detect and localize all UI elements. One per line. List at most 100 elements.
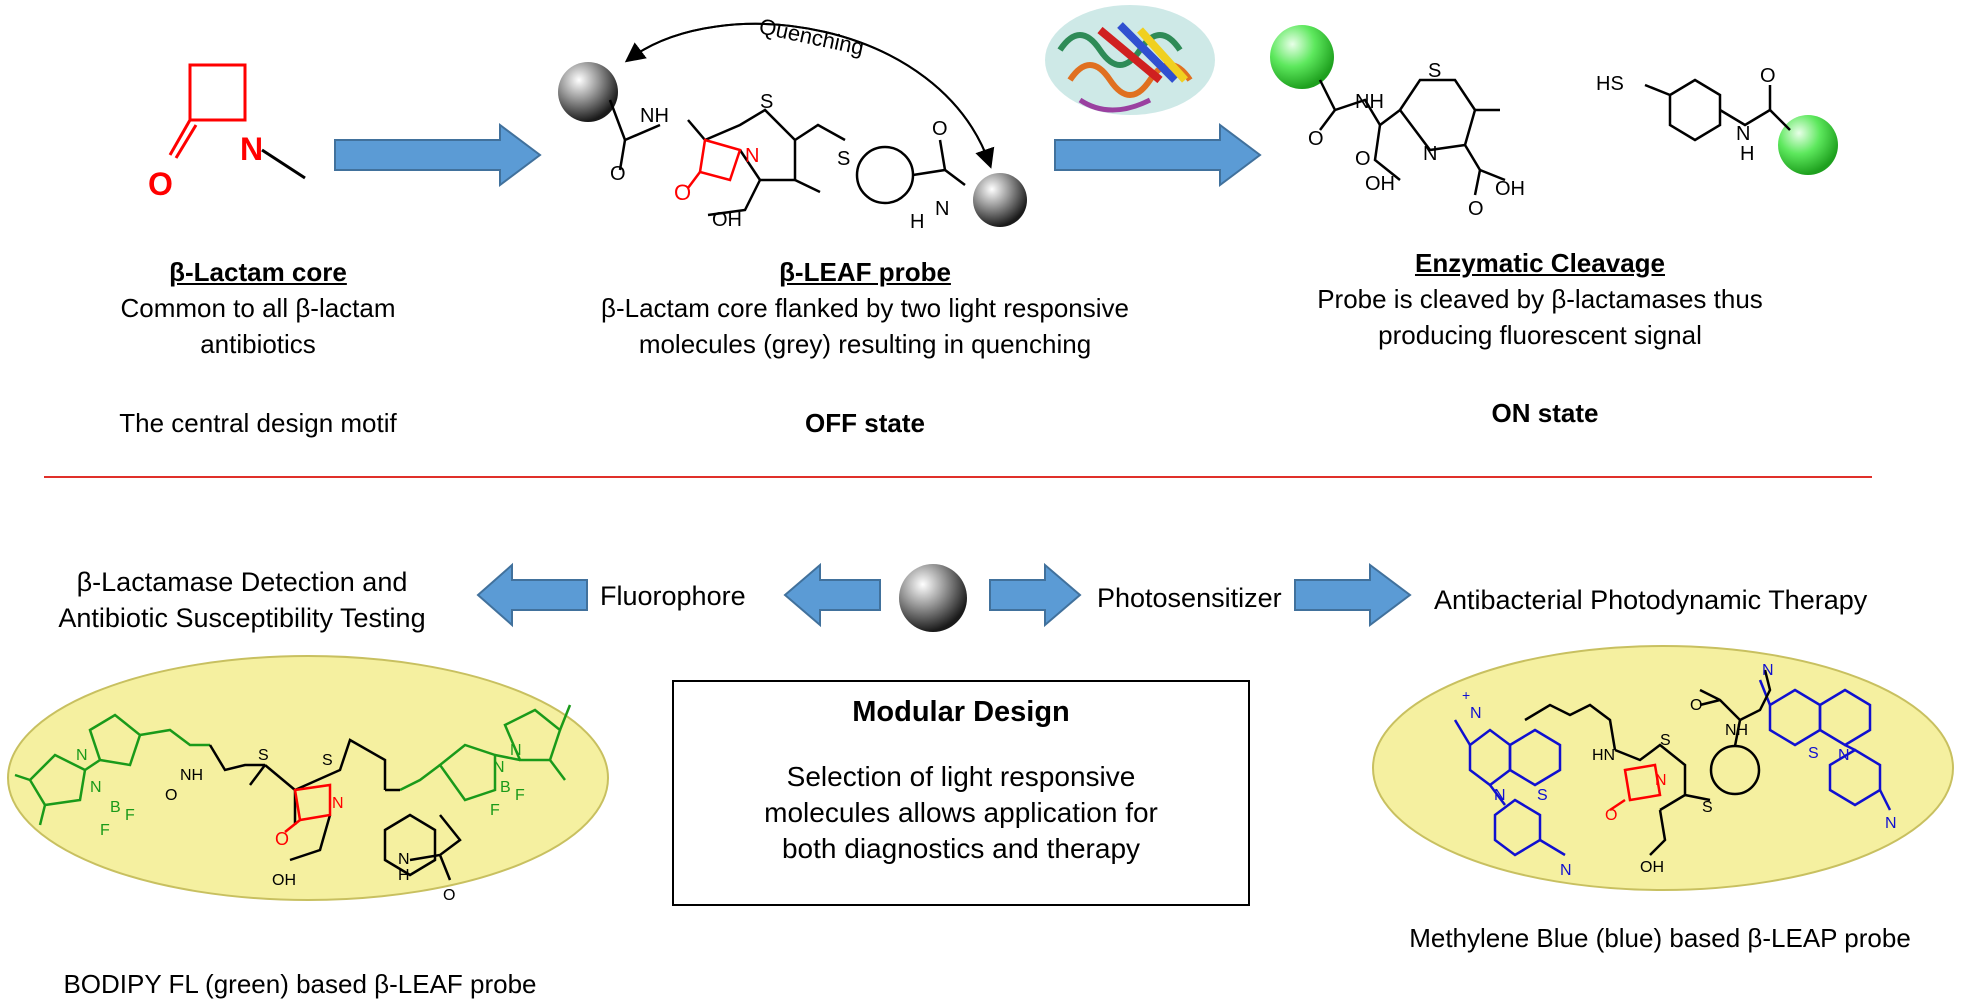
cleavage-oh1: OH: [1365, 173, 1395, 195]
core-heading: β-Lactam core: [169, 257, 347, 287]
bodipy-n2: N: [332, 795, 344, 812]
mb-n5: N: [1838, 747, 1850, 764]
carbonyl-bond-2: [174, 124, 198, 159]
modular-line-2: molecules allows application for: [764, 797, 1158, 828]
probe-n2: N: [935, 198, 949, 220]
mb-o2: O: [1690, 697, 1702, 714]
probe-s1: S: [760, 91, 773, 113]
core-note: The central design motif: [119, 408, 397, 438]
arrow-to-photosensitizer: [989, 562, 1082, 628]
probe-line-2: molecules (grey) resulting in quenching: [638, 329, 1092, 359]
bodipy-f2: F: [125, 807, 135, 824]
cleavage-o1: O: [1308, 128, 1324, 150]
mb-s2: S: [1660, 732, 1671, 749]
bodipy-n5: N: [510, 742, 522, 759]
photosensitizer-label: Photosensitizer: [1097, 583, 1282, 613]
probe-o: O: [674, 180, 691, 205]
probe-n: N: [745, 145, 759, 167]
probe-cooh: OH: [712, 209, 742, 231]
quenching-arrow-back: [627, 22, 995, 169]
arrow-to-fluorophore: [783, 562, 881, 628]
probe-structure: [608, 99, 966, 217]
bodipy-b: B: [110, 799, 121, 816]
probe-nh: NH: [640, 105, 669, 127]
lactam-n-atom: N: [240, 131, 263, 167]
probe-lactam-red: [687, 138, 742, 189]
modular-design-box: Modular Design Selection of light respon…: [672, 680, 1250, 906]
cleavage-line-2: producing fluorescent signal: [1378, 320, 1702, 350]
cleavage-o3: O: [1468, 198, 1484, 220]
methylene-blue-probe-structure: [1453, 669, 1892, 857]
mb-oh: OH: [1640, 859, 1664, 876]
cleavage-product-structure: [1318, 78, 1791, 196]
mb-n3: N: [1655, 772, 1667, 789]
mb-nh: NH: [1725, 722, 1748, 739]
on-state-label: ON state: [1491, 398, 1599, 428]
mb-hn: HN: [1592, 747, 1615, 764]
methyl-bond: [261, 148, 306, 180]
mb-s1: S: [1537, 787, 1548, 804]
probe-o2: O: [610, 163, 626, 185]
cleavage-o2: O: [1355, 148, 1371, 170]
modular-title: Modular Design: [852, 696, 1070, 728]
bodipy-n6: N: [76, 747, 88, 764]
mb-n1: N: [1470, 705, 1482, 722]
protein-structure-icon: [1045, 5, 1215, 115]
cleavage-o4: O: [1760, 65, 1776, 87]
bodipy-h: H: [398, 867, 410, 884]
bodipy-oh: OH: [272, 872, 296, 889]
mb-plus: +: [1462, 687, 1470, 703]
bodipy-nh: NH: [180, 767, 203, 784]
bodipy-probe-ellipse: [7, 655, 609, 901]
bodipy-n3: N: [398, 851, 410, 868]
arrow-probe-to-cleavage: [1054, 123, 1262, 187]
mb-nme2: N: [1885, 815, 1897, 832]
cleavage-h: H: [1740, 143, 1754, 165]
cleavage-n: N: [1423, 143, 1437, 165]
green-fluorophore-left: [1270, 25, 1334, 89]
mb-s3: S: [1702, 799, 1713, 816]
probe-heading: β-LEAF probe: [779, 257, 951, 287]
probe-caption: β-LEAF probe β-Lactam core flanked by tw…: [515, 254, 1215, 362]
lactam-o-atom: O: [148, 166, 173, 202]
grey-light-molecule-right: [973, 173, 1027, 227]
core-line-2: antibiotics: [200, 329, 316, 359]
cleavage-oh2: OH: [1495, 178, 1525, 200]
modular-line-1: Selection of light responsive: [786, 761, 1136, 792]
bodipy-caption: BODIPY FL (green) based β-LEAF probe: [63, 969, 537, 999]
lactam-core-structure: [168, 63, 306, 180]
bodipy-s1: S: [258, 747, 269, 764]
cleavage-caption: Enzymatic Cleavage Probe is cleaved by β…: [1230, 245, 1850, 353]
methylene-blue-caption: Methylene Blue (blue) based β-LEAP probe: [1409, 923, 1911, 953]
mb-s4: S: [1808, 745, 1819, 762]
core-caption: β-Lactam core Common to all β-lactam ant…: [58, 254, 458, 362]
bodipy-o2: O: [165, 787, 177, 804]
bodipy-b2: B: [500, 779, 511, 796]
bodipy-n4: N: [493, 759, 505, 776]
green-fluorophore-right: [1778, 115, 1838, 175]
cleavage-hs: HS: [1596, 73, 1624, 95]
probe-o3: O: [932, 118, 948, 140]
probe-s2: S: [837, 148, 850, 170]
bodipy-probe-structure: [14, 704, 572, 881]
bodipy-o3: O: [443, 887, 455, 904]
detection-line-2: Antibiotic Susceptibility Testing: [58, 603, 426, 633]
bodipy-f3: F: [490, 802, 500, 819]
cleavage-line-1: Probe is cleaved by β-lactamases thus: [1317, 284, 1763, 314]
probe-h: H: [910, 211, 924, 233]
off-state-label: OFF state: [805, 408, 925, 438]
core-line-1: Common to all β-lactam: [120, 293, 396, 323]
lactam-ring: [188, 63, 247, 122]
bodipy-s2: S: [322, 752, 333, 769]
bodipy-o: O: [275, 829, 289, 849]
mb-n2: N: [1494, 787, 1506, 804]
therapy-label: Antibacterial Photodynamic Therapy: [1434, 585, 1868, 615]
detection-label: β-Lactamase Detection and Antibiotic Sus…: [22, 564, 462, 636]
mb-o: O: [1605, 807, 1617, 824]
cleavage-nh: NH: [1355, 91, 1384, 113]
probe-line-1: β-Lactam core flanked by two light respo…: [601, 293, 1129, 323]
mb-nme: N: [1560, 862, 1572, 879]
bodipy-f1: F: [100, 822, 110, 839]
